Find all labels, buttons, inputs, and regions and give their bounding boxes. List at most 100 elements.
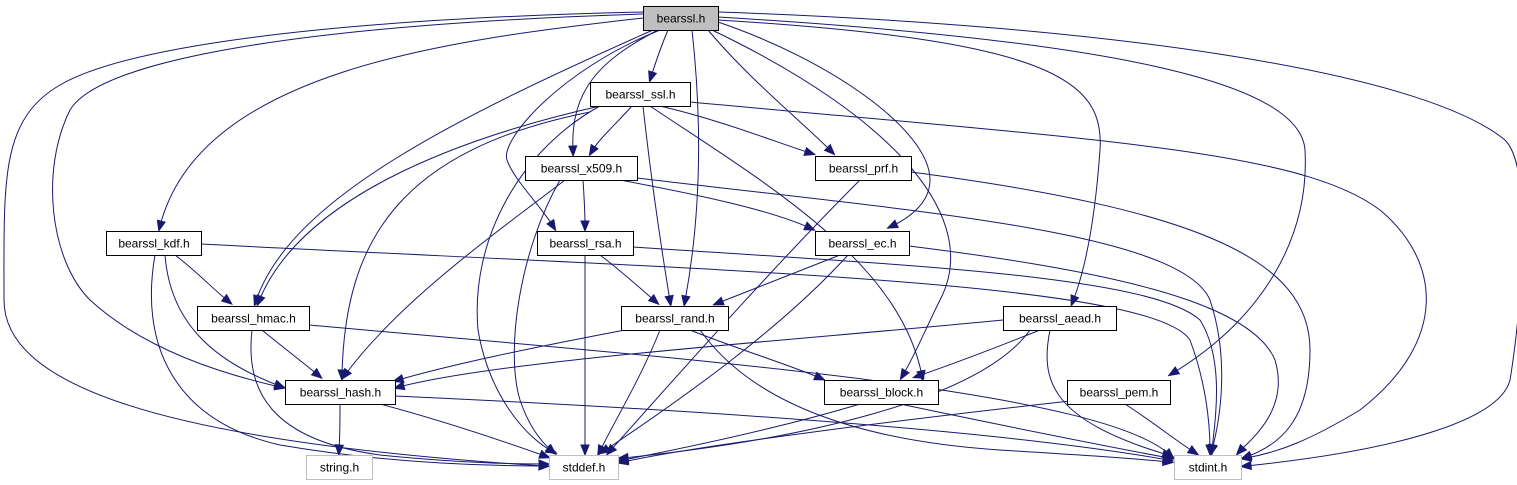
node-label: bearssl_prf.h [829, 162, 898, 176]
node-box [549, 455, 619, 480]
node-box [815, 231, 910, 256]
node-block[interactable]: bearssl_block.h [824, 380, 939, 405]
edge-line [649, 105, 923, 377]
edge-line [338, 403, 341, 451]
node-x509[interactable]: bearssl_x509.h [525, 156, 638, 181]
node-label: bearssl_ssl.h [605, 88, 675, 102]
edge-hmac-to-hash [261, 329, 323, 380]
edge-hash-to-string [334, 403, 345, 457]
node-box [106, 231, 202, 256]
arrow-head [538, 459, 551, 469]
edge-aead-to-block [912, 329, 1041, 379]
edge-line [717, 16, 1306, 374]
node-hmac[interactable]: bearssl_hmac.h [197, 306, 310, 331]
node-box [621, 306, 729, 331]
edge-line [717, 21, 931, 227]
edge-line [159, 17, 644, 227]
arrow-head [648, 70, 658, 84]
edge-line [711, 29, 951, 376]
edge-kdf-to-stddef [150, 254, 551, 471]
node-box [306, 455, 373, 480]
node-aead[interactable]: bearssl_aead.h [1003, 306, 1117, 331]
node-ec[interactable]: bearssl_ec.h [815, 231, 910, 256]
edge-line [689, 329, 821, 379]
edge-line [899, 403, 1170, 459]
node-kdf[interactable]: bearssl_kdf.h [106, 231, 202, 256]
node-label: bearssl.h [657, 12, 706, 26]
node-rsa[interactable]: bearssl_rsa.h [537, 231, 634, 256]
arrow-head [334, 444, 345, 457]
edge-line [3, 11, 644, 467]
node-box [285, 380, 396, 405]
node-ssl[interactable]: bearssl_ssl.h [590, 82, 691, 107]
edge-x509-to-hash [341, 179, 566, 381]
node-label: bearssl_rand.h [635, 312, 714, 326]
edge-line [397, 329, 626, 381]
edge-x509-to-ec [619, 179, 816, 231]
node-prf[interactable]: bearssl_prf.h [815, 156, 912, 181]
edge-x509-to-rsa [580, 179, 590, 233]
node-box [197, 306, 310, 331]
node-box [643, 6, 719, 31]
edge-line [582, 179, 586, 227]
edge-kdf-to-hmac [174, 254, 233, 306]
edge-ssl-to-prf [659, 105, 817, 156]
arrow-head [886, 219, 899, 229]
arrow-head [1239, 460, 1252, 471]
edge-line [344, 179, 566, 376]
edge-line [609, 179, 861, 452]
node-hash[interactable]: bearssl_hash.h [285, 380, 396, 405]
arrow-head [546, 218, 557, 232]
edge-block-to-stddef [616, 403, 861, 464]
edge-line [250, 329, 545, 465]
arrow-head [156, 219, 166, 233]
edge-line [255, 29, 654, 302]
edge-rand-to-hash [391, 329, 626, 384]
edge-ssl-to-x509 [588, 105, 633, 157]
arrow-head [912, 369, 925, 379]
node-pem[interactable]: bearssl_pem.h [1067, 380, 1171, 405]
edge-line [717, 19, 1101, 302]
edge-line [164, 254, 281, 387]
edge-pem-to-stdint [1124, 403, 1200, 456]
arrow-head [803, 146, 817, 156]
arrow-head [1235, 443, 1248, 456]
edge-rsa-to-rand [599, 254, 660, 306]
edge-line [174, 254, 229, 302]
node-stdint: stdint.h [1174, 455, 1242, 480]
edge-line [717, 254, 841, 304]
node-box [824, 380, 939, 405]
arrow-head [568, 145, 578, 158]
edge-line [699, 329, 1169, 463]
arrow-head [273, 379, 286, 389]
edge-line [505, 29, 661, 227]
node-label: bearssl_block.h [840, 386, 923, 400]
edge-line [622, 329, 1031, 459]
node-box [1067, 380, 1171, 405]
edge-ssl-to-hmac [256, 105, 601, 307]
edge-bearssl-to-prf [707, 29, 836, 156]
edge-pem-to-stddef [616, 400, 1071, 466]
edge-line [150, 254, 545, 467]
edge-line [591, 105, 633, 152]
edge-line [258, 105, 601, 302]
node-box [525, 156, 638, 181]
edge-line [599, 254, 656, 302]
node-rand[interactable]: bearssl_rand.h [621, 306, 729, 331]
edge-line [622, 403, 861, 461]
node-bearssl[interactable]: bearssl.h [643, 6, 719, 31]
edge-hash-to-stddef [379, 403, 551, 459]
dependency-edges [3, 11, 1517, 471]
edge-line [1046, 329, 1169, 456]
edge-line [341, 111, 591, 376]
arrow-head [712, 296, 725, 306]
edge-kdf-to-stdint [200, 243, 1215, 457]
node-label: bearssl_hash.h [300, 386, 381, 400]
node-label: stdint.h [1189, 461, 1228, 475]
edge-line [910, 171, 1311, 458]
edge-bearssl-to-kdf [156, 17, 644, 233]
arrow-head [1186, 445, 1200, 456]
arrow-head [647, 293, 660, 306]
